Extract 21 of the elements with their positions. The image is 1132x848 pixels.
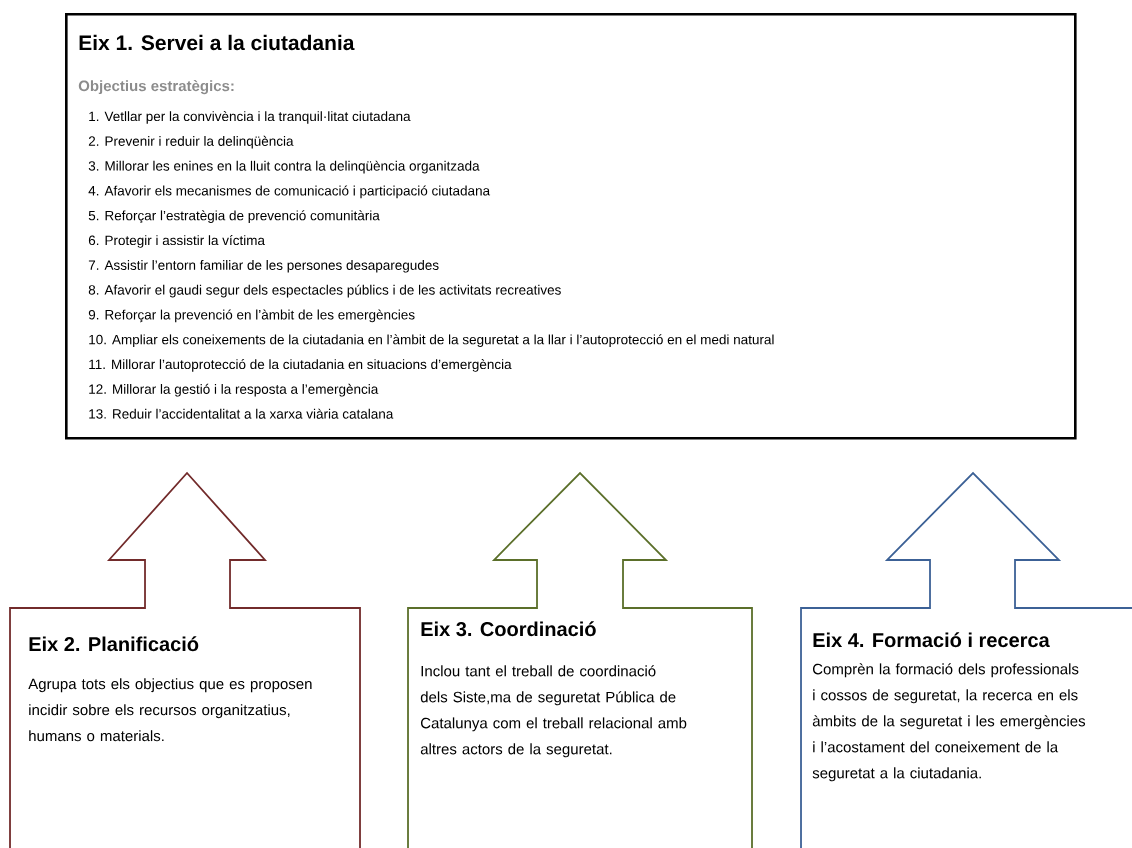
list-item: 10. Ampliar els coneixements de la ciutadania en l’àmbit de la seguretat a la llar i l’autoprotecció en el medi natural (89, 334, 774, 347)
description: Agrupa tots els objectius que es proposen incidir sobre els recursos organitzatius, humans o materials. (28, 678, 312, 742)
list-item: 4. Afavorir els mecanismes de comunicació i participació ciutadana (88, 185, 491, 199)
heading: Eix 4. Formació i recerca (813, 632, 1050, 648)
list-item: 11. Millorar l’autoprotecció de la ciutadania en situacions d’emergència (89, 359, 512, 372)
list-item: 9. Reforçar la prevenció en l’àmbit de les emergències (88, 309, 415, 323)
list-item: 12. Millorar la gestió i la resposta a l’emergència (89, 383, 379, 397)
list-item: 2. Prevenir i reduir la delinqüència (88, 135, 294, 149)
list-item: 5. Reforçar l’estratègia de prevenció comunitària (88, 210, 380, 224)
list-item: 6. Protegir i assistir la víctima (88, 235, 265, 248)
subheading: Objectius estratègics: (78, 80, 234, 95)
list-item: 1. Vetllar per la convivència i la tranquil·litat ciutadana (89, 111, 411, 124)
list-item: 7. Assistir l’entorn familiar de les persones desaparegudes (88, 260, 439, 273)
heading: Eix 3. Coordinació (421, 621, 596, 637)
list-item: 3. Millorar les enines en la lluit contra la delinqüència organitzada (88, 160, 480, 174)
list-item: 13. Reduir l’accidentalitat a la xarxa viària catalana (89, 408, 394, 419)
heading: Eix 2. Planificació (29, 636, 199, 652)
heading: Eix 1. Servei a la ciutadania (79, 34, 355, 51)
list-item: 8. Afavorir el gaudi segur dels espectacles públics i de les activitats recreatives (88, 284, 561, 298)
description: Inclou tant el treball de coordinació dels Siste,ma de seguretat Pública de Catalunya com el treball relacional amb altres actors de la seguretat. (420, 665, 687, 758)
description: Comprèn la formació dels professionals i cossos de seguretat, la recerca en els àmbits de la seguretat i les emergències i l’acostament del coneixement de la seguretat a la ciutadania. (812, 663, 1086, 782)
